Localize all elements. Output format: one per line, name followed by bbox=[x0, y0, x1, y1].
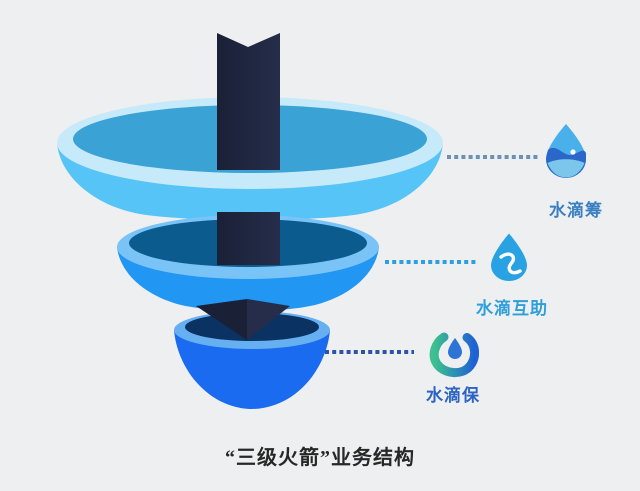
ring-inner-drop bbox=[448, 338, 462, 359]
arrow-shaft-top bbox=[217, 33, 280, 170]
waterdrop-wave-icon bbox=[546, 124, 586, 178]
drop-light-wave bbox=[547, 159, 585, 178]
swirl-stroke bbox=[499, 252, 522, 275]
arrow-head-right-facet bbox=[247, 299, 290, 340]
ring-stroke bbox=[429, 332, 479, 377]
tier3-label: 水滴保 bbox=[426, 386, 480, 405]
tier2-label: 水滴互助 bbox=[476, 299, 548, 318]
funnel-tier3-body bbox=[174, 330, 330, 409]
drop-highlight-dot bbox=[570, 149, 576, 155]
waterdrop-swirl-icon bbox=[491, 233, 527, 281]
arrow-head bbox=[196, 299, 290, 340]
diagram-caption: “三级火箭”业务结构 bbox=[225, 447, 415, 469]
arrow-shaft-middle bbox=[217, 212, 280, 265]
waterdrop-ring-icon bbox=[429, 332, 479, 377]
drop-body bbox=[491, 233, 527, 281]
tier1-label: 水滴筹 bbox=[549, 201, 603, 220]
arrow-head-left-facet bbox=[196, 299, 247, 340]
